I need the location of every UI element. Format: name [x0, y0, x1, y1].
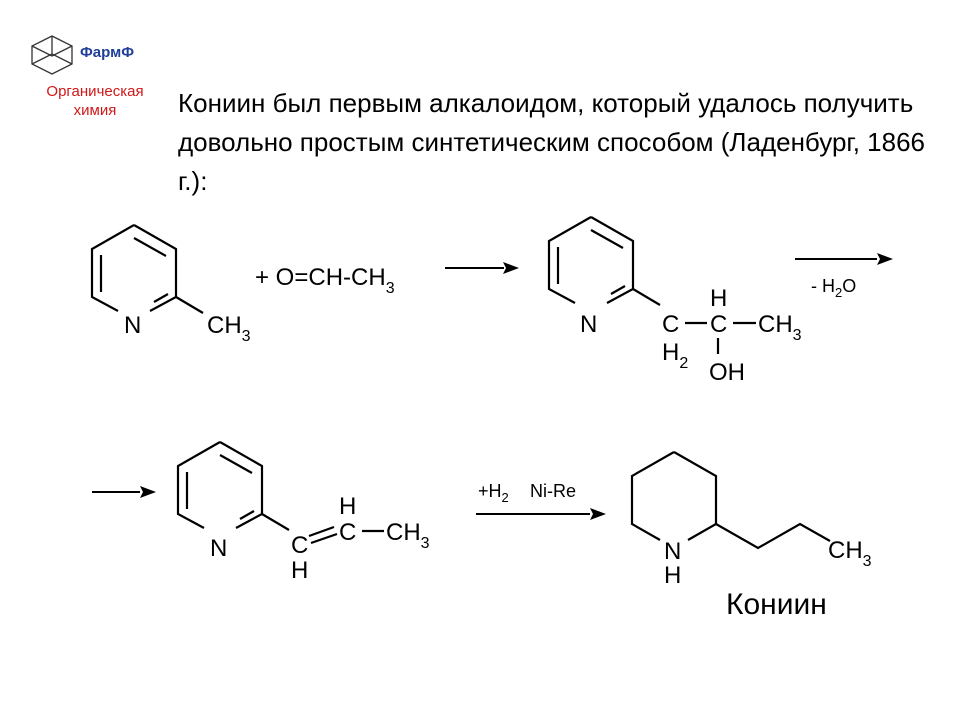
adamantane-logo-icon [31, 35, 73, 75]
reaction-arrow-2 [795, 253, 893, 265]
piperidine-ring [630, 451, 831, 550]
vinyl-carbon-1: C [291, 532, 308, 559]
methyl-group-2: CH3 [758, 311, 802, 344]
reaction-arrow-3 [92, 486, 156, 498]
choh-carbon: C [710, 311, 727, 338]
pyridine-n-1: N [124, 312, 141, 339]
logo-subtitle-line2: химия [73, 102, 117, 119]
reaction-arrow-1 [445, 262, 519, 274]
pyridine-ring-1 [90, 224, 204, 314]
dehydration-condition: - H2O [811, 276, 856, 300]
piperidine-nh: H [664, 562, 681, 589]
vinyl-hydrogen-2: H [339, 493, 356, 520]
pyridine-n-3: N [210, 535, 227, 562]
vinyl-carbon-2: C [339, 519, 356, 546]
ch2-hydrogen: H2 [662, 339, 688, 372]
logo-subtitle-line1: Органическая [46, 83, 144, 100]
hydrogenation-catalyst: Ni-Re [530, 481, 576, 501]
vinyl-hydrogen-1: H [291, 557, 308, 584]
logo-name: ФармФ [80, 44, 135, 61]
hydrogenation-reagent: +H2 [478, 481, 509, 505]
methyl-group-1: CH3 [207, 312, 251, 345]
product-name: Кониин [726, 588, 827, 621]
pyridine-ring-2 [547, 216, 661, 306]
intro-text: Кониин был первым алкалоидом, который уд… [178, 88, 926, 196]
choh-hydrogen: H [710, 285, 727, 312]
ch2-carbon: C [662, 311, 679, 338]
acetaldehyde-reagent: + O=CH-CH3 [255, 264, 395, 297]
methyl-group-product: CH3 [828, 537, 872, 570]
logo-subtitle: Органическая химия [0, 82, 190, 120]
pyridine-ring-3 [176, 441, 290, 531]
methyl-group-3: CH3 [386, 519, 430, 552]
reaction-arrow-4 [476, 508, 606, 520]
pyridine-n-2: N [580, 311, 597, 338]
hydroxyl-group: OH [709, 359, 745, 386]
piperidine-n: N [664, 538, 681, 565]
